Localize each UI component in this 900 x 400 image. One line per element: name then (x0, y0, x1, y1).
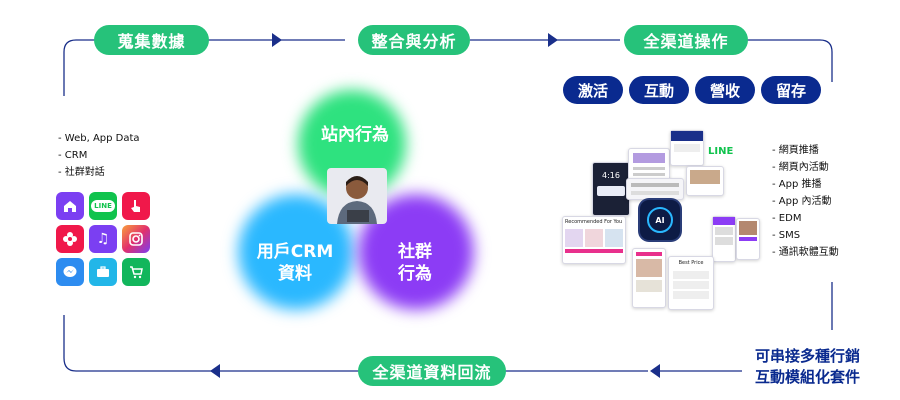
home-icon (56, 192, 84, 220)
channel-item: 通訊軟體互動 (772, 244, 839, 261)
channel-list: 網頁推播 網頁內活動 App 推播 App 內活動 EDM SMS 通訊軟體互動 (772, 142, 839, 261)
briefcase-icon (89, 258, 117, 286)
messenger-icon (56, 258, 84, 286)
stage-collect: 蒐集數據 (94, 25, 209, 55)
phone-time: 4:16 (602, 171, 620, 180)
data-source-item: CRM (58, 147, 140, 164)
channel-item: 網頁推播 (772, 142, 839, 159)
channel-item: App 內活動 (772, 193, 839, 210)
data-source-item: 社群對話 (58, 164, 140, 181)
op-engage: 互動 (629, 76, 689, 104)
footnote-line1: 可串接多種行銷 (754, 347, 860, 365)
venn-crm-line2: 資料 (278, 264, 312, 284)
venn-social-line2: 行為 (398, 264, 432, 284)
user-photo (327, 168, 387, 224)
music-icon: ♫ (89, 225, 117, 253)
data-source-list: Web, App Data CRM 社群對話 (58, 130, 140, 181)
message-mockup (686, 166, 724, 196)
phone-lockscreen-mockup: 4:16 (592, 162, 630, 216)
recommend-title: Recommended For You (565, 219, 623, 225)
channel-item: SMS (772, 227, 839, 244)
line-logo: LINE (708, 146, 734, 157)
hand-pointer-icon (122, 192, 150, 220)
channel-item: App 推播 (772, 176, 839, 193)
footnote-line2: 互動模組化套件 (754, 368, 860, 386)
venn-crm-label: 用戶CRM 資料 (245, 241, 345, 285)
venn-social-label: 社群 行為 (380, 241, 450, 285)
best-price-title: Best Price (678, 260, 704, 266)
stage-backflow: 全渠道資料回流 (358, 356, 506, 386)
cart-icon (122, 258, 150, 286)
data-source-item: Web, App Data (58, 130, 140, 147)
notification-mockup (626, 178, 684, 200)
line-icon: LINE (89, 192, 117, 220)
venn-onsite-text: 站內行為 (321, 125, 389, 145)
stage-integrate: 整合與分析 (358, 25, 470, 55)
app-detail-mockup (736, 218, 760, 260)
module-footnote: 可串接多種行銷 互動模組化套件 (708, 346, 860, 388)
recommend-mockup: Recommended For You (562, 216, 626, 264)
app-popup-mockup (670, 130, 704, 166)
channel-item: 網頁內活動 (772, 159, 839, 176)
stage-omnichannel: 全渠道操作 (624, 25, 748, 55)
op-revenue: 營收 (695, 76, 755, 104)
flower-icon (56, 225, 84, 253)
best-price-mockup: Best Price (668, 256, 714, 310)
app-event-mockup (632, 248, 666, 308)
ai-badge-text: AI (647, 207, 673, 233)
app-inbox-mockup (712, 216, 736, 262)
ai-badge: AI (640, 200, 680, 240)
op-activate: 激活 (563, 76, 623, 104)
channel-item: EDM (772, 210, 839, 227)
instagram-icon (122, 225, 150, 253)
venn-crm-line1: 用戶CRM (256, 242, 334, 262)
op-retention: 留存 (761, 76, 821, 104)
venn-social-line1: 社群 (398, 242, 432, 262)
venn-onsite-label: 站內行為 (310, 124, 400, 146)
